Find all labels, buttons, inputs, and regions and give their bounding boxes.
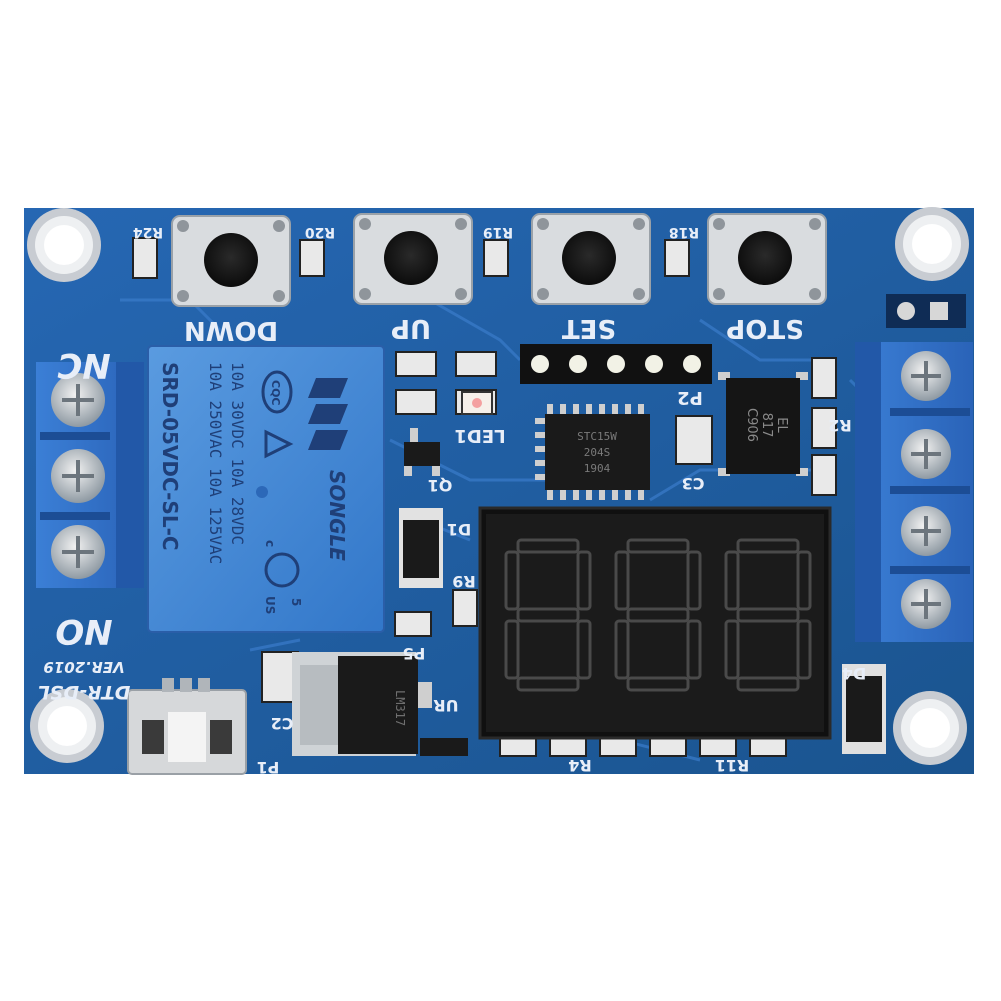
- voltage-regulator: LM317: [292, 652, 468, 756]
- diode-d1: [399, 508, 443, 588]
- display-digit: [724, 538, 812, 692]
- label-r20: R20: [305, 224, 336, 240]
- label-d1: D1: [447, 520, 471, 539]
- cqc-mark: CQC: [261, 370, 293, 414]
- screw-icon[interactable]: [51, 449, 105, 503]
- ul-mark-c: c: [263, 540, 277, 547]
- regulator-marking: LM317: [393, 690, 407, 726]
- label-p5: P5: [403, 644, 426, 663]
- ul-mark: c US 5: [263, 540, 303, 614]
- diode-d4: [842, 664, 886, 754]
- display-segment: [576, 619, 592, 680]
- label-stop: STOP: [726, 313, 804, 343]
- mounting-hole: [895, 207, 969, 281]
- relay: SONGLE SRD-05VDC-SL-C 10A 250VAC 10A 125…: [147, 345, 385, 633]
- label-model: DTR-DSL: [38, 681, 131, 703]
- relay-model: SRD-05VDC-SL-C: [158, 362, 182, 551]
- screw-icon[interactable]: [901, 351, 951, 401]
- warning-triangle-icon: [264, 429, 294, 459]
- label-no: NO: [55, 611, 112, 651]
- mounting-hole: [27, 208, 101, 282]
- display-digit: [504, 538, 592, 692]
- label-version: VER.2019: [43, 658, 124, 676]
- label-c3: C3: [682, 474, 705, 493]
- display-segment: [686, 619, 702, 680]
- screw-icon[interactable]: [51, 525, 105, 579]
- terminal-block-right: [855, 342, 973, 642]
- display-segment: [796, 550, 812, 611]
- display-segment: [736, 538, 800, 554]
- display-segment: [504, 550, 520, 611]
- screw-icon[interactable]: [901, 506, 951, 556]
- jumper-pads: [886, 294, 966, 328]
- chip-marking-line-1: STC15W: [577, 430, 617, 443]
- screw-icon[interactable]: [901, 579, 951, 629]
- mounting-hole: [893, 691, 967, 765]
- display-segment: [516, 676, 580, 692]
- label-r2: R2: [828, 416, 851, 435]
- display-segment: [516, 607, 580, 623]
- seven-segment-display: [478, 506, 832, 740]
- chip-marking-line-2: 204S: [584, 446, 611, 459]
- label-r9: R9: [452, 572, 475, 591]
- stop-button[interactable]: [707, 213, 827, 305]
- chip-marking-line-3: 1904: [584, 462, 611, 475]
- display-segment: [614, 619, 630, 680]
- display-segment: [626, 607, 690, 623]
- label-d4: D4: [842, 664, 866, 683]
- label-set: SET: [562, 313, 616, 343]
- label-r11: R11: [715, 756, 750, 775]
- up-button[interactable]: [353, 213, 473, 305]
- transistor-q1: [404, 428, 440, 476]
- display-segment: [626, 538, 690, 554]
- label-nc: NC: [57, 345, 110, 385]
- opto-marking-line-3: C906: [744, 408, 759, 442]
- pin-header-p2: [520, 344, 712, 384]
- label-r18: R18: [669, 224, 699, 240]
- ul-mark-5: 5: [289, 598, 303, 606]
- display-segment: [576, 550, 592, 611]
- mounting-hole: [30, 689, 104, 763]
- label-up: UP: [391, 313, 431, 343]
- display-segment: [724, 619, 740, 680]
- display-segment: [614, 550, 630, 611]
- label-r4: R4: [568, 756, 591, 775]
- micro-usb-port[interactable]: [127, 678, 247, 775]
- display-segment: [504, 619, 520, 680]
- screw-icon[interactable]: [51, 373, 105, 427]
- display-digit: [614, 538, 702, 692]
- label-r19: R19: [483, 224, 513, 240]
- display-segment: [626, 676, 690, 692]
- ul-mark-us: US: [263, 596, 277, 614]
- set-button[interactable]: [531, 213, 651, 305]
- label-c2: C2: [271, 714, 294, 733]
- display-segment: [796, 619, 812, 680]
- terminal-block-left: [36, 362, 144, 588]
- songle-logo: [308, 378, 348, 450]
- label-p1: P1: [257, 758, 280, 777]
- cqc-mark-text: CQC: [269, 380, 282, 406]
- display-segment: [724, 550, 740, 611]
- label-down: DOWN: [184, 315, 278, 345]
- relay-rating-1: 10A 250VAC 10A 125VAC: [206, 362, 225, 564]
- display-segment: [736, 607, 800, 623]
- label-led1: LED1: [454, 425, 505, 446]
- down-button[interactable]: [171, 215, 291, 307]
- label-r24: R24: [133, 224, 164, 240]
- label-p2: P2: [677, 387, 703, 408]
- display-segment: [686, 550, 702, 611]
- screw-icon[interactable]: [901, 429, 951, 479]
- relay-brand: SONGLE: [325, 470, 349, 561]
- relay-rating-2: 10A 30VDC 10A 28VDC: [228, 362, 247, 545]
- microcontroller-chip: STC15W 204S 1904: [535, 404, 650, 500]
- label-ur: UR: [433, 696, 458, 715]
- display-segment: [516, 538, 580, 554]
- optocoupler-chip: EL 817 C906: [718, 372, 808, 476]
- opto-marking-line-1: EL: [774, 417, 789, 433]
- opto-marking-line-2: 817: [759, 413, 774, 438]
- label-q1: Q1: [428, 476, 453, 495]
- display-segment: [736, 676, 800, 692]
